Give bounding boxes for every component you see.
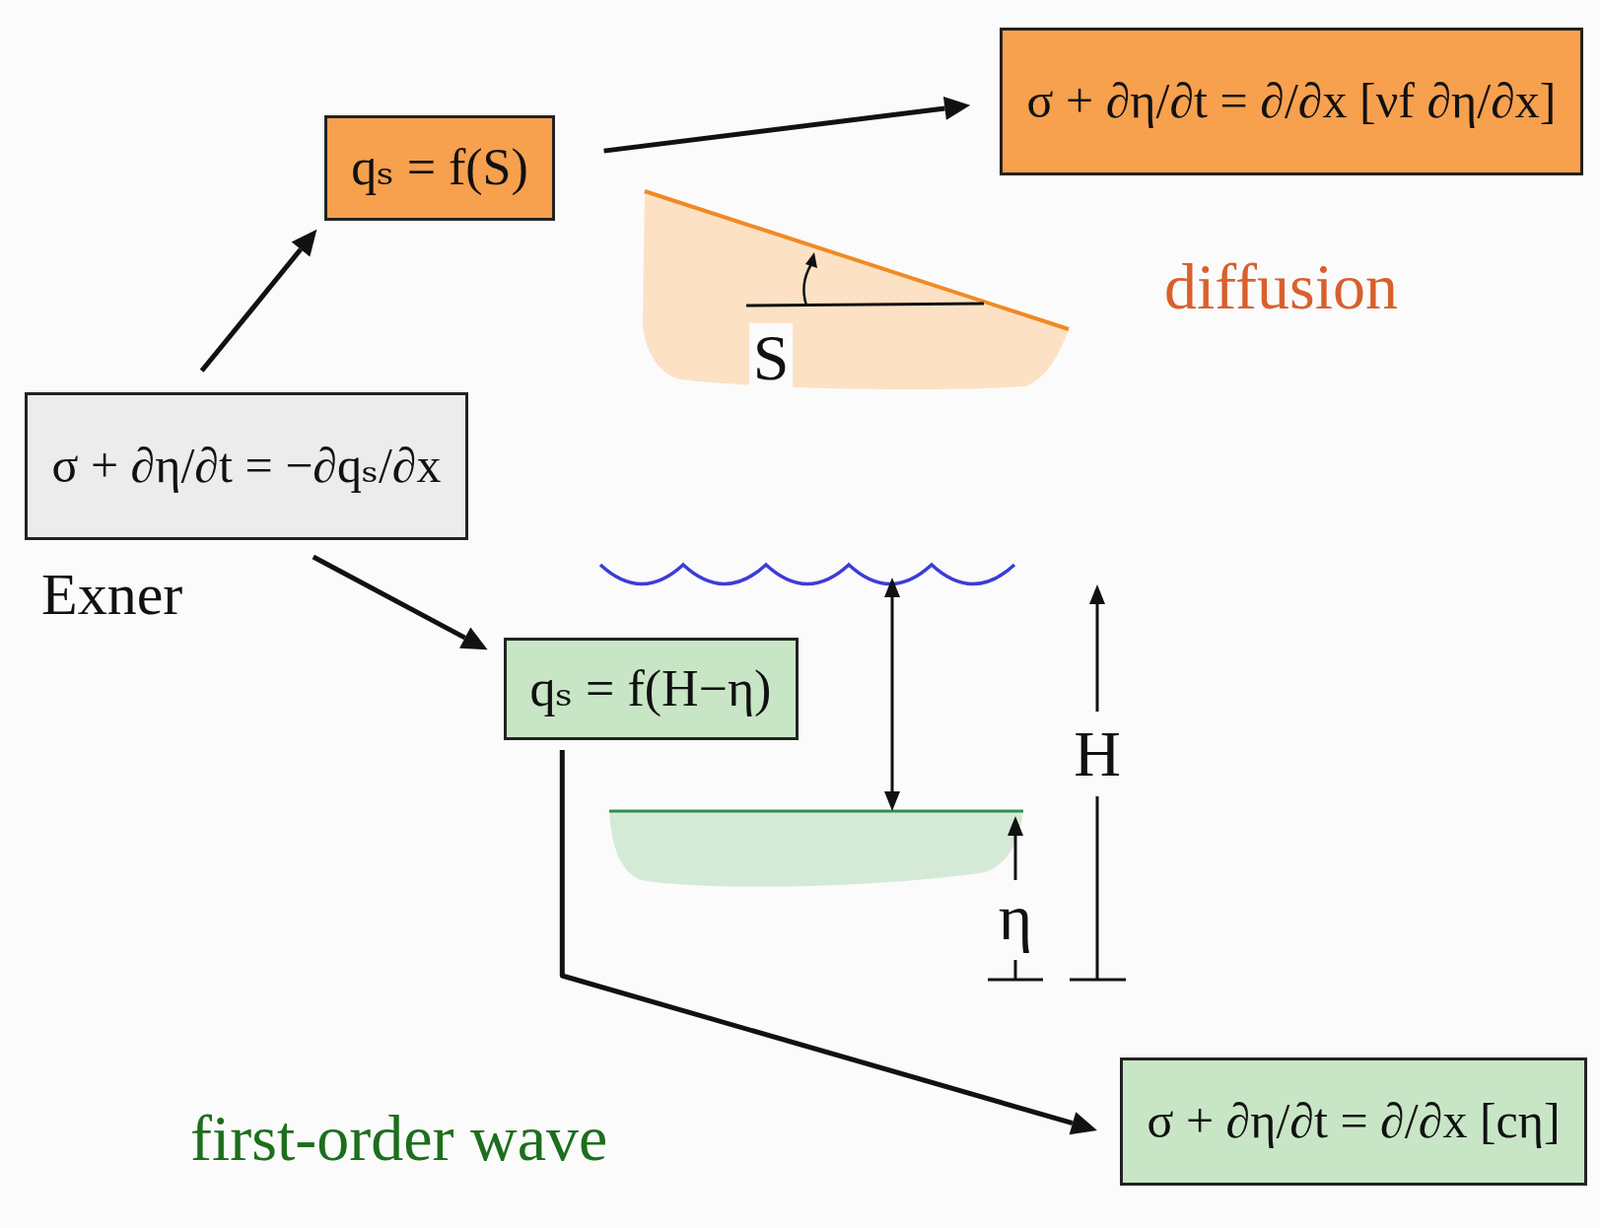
eta-arrow <box>1014 960 1018 980</box>
eta-arrowhead <box>1007 816 1024 836</box>
datum-tick <box>987 978 1044 982</box>
connector-line <box>202 249 301 371</box>
datum-tick <box>1069 978 1126 982</box>
connector <box>202 229 318 371</box>
connector <box>561 750 1098 1135</box>
horizontal-reference <box>746 303 984 306</box>
depth-arrowhead <box>884 791 901 812</box>
bed-fill <box>609 811 1024 888</box>
bed-surface <box>609 810 1024 814</box>
eta-arrow <box>1014 831 1018 881</box>
equation-text: σ + ∂η/∂t = ∂/∂x [cη] <box>1146 1093 1560 1151</box>
equation-text: qₛ = f(H−η) <box>530 659 772 719</box>
depth-arrowhead <box>884 577 901 598</box>
h-arrow <box>1096 601 1100 712</box>
elevation-symbol: η <box>994 883 1038 953</box>
connector <box>313 556 488 650</box>
connector <box>604 96 972 151</box>
equation-box: σ + ∂η/∂t = ∂/∂x [νf ∂η/∂x] <box>999 27 1584 176</box>
depth-arrow <box>891 591 895 799</box>
water-surface <box>600 564 1015 585</box>
slope-surface <box>644 191 1069 330</box>
equation-box: σ + ∂η/∂t = ∂/∂x [cη] <box>1119 1057 1588 1186</box>
depth-symbol: H <box>1069 719 1125 789</box>
equation-text: σ + ∂η/∂t = −∂qₛ/∂x <box>51 437 441 495</box>
relation-box: qₛ = f(H−η) <box>503 637 799 741</box>
slope-fill <box>642 191 1069 390</box>
connector-line <box>313 556 466 638</box>
h-arrow <box>1096 796 1100 980</box>
regime-label: first-order wave <box>186 1104 612 1174</box>
caption-text: Exner <box>41 564 183 625</box>
arrowhead <box>943 96 971 121</box>
h-arrowhead <box>1089 584 1106 605</box>
relation-box: qₛ = f(S) <box>324 115 556 221</box>
arrowhead <box>1069 1112 1098 1135</box>
angle-arc <box>803 264 812 306</box>
equation-text: qₛ = f(S) <box>350 138 529 198</box>
equation-text: σ + ∂η/∂t = ∂/∂x [νf ∂η/∂x] <box>1026 72 1556 131</box>
slope-symbol: S <box>749 323 794 393</box>
angle-arrowhead <box>805 252 818 269</box>
equation-box: σ + ∂η/∂t = −∂qₛ/∂xExner <box>24 392 469 541</box>
connector-line <box>561 750 1073 1124</box>
connector-line <box>604 108 946 151</box>
regime-label: diffusion <box>1160 252 1402 322</box>
